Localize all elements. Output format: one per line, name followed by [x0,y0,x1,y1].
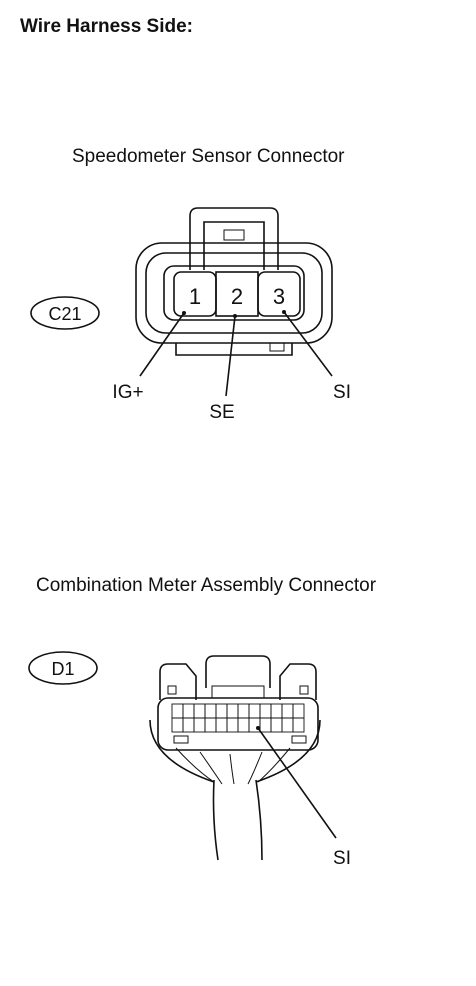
pin-cavity [259,717,272,733]
connector-bottom-key [269,342,285,352]
leader-line-ig-plus [139,312,185,377]
combination-meter-connector-title: Combination Meter Assembly Connector [36,575,377,596]
connector-d1-tab-right [299,685,309,695]
pin-cavity [237,703,250,719]
pin-cavity [292,703,305,719]
leader-line-d1-si [257,727,337,839]
pin-cavity [215,703,228,719]
connector-latch-inner [203,221,265,270]
harness-wire-2 [199,751,223,785]
connector-housing-outer [135,242,333,344]
connector-d1-right-ear [279,663,317,700]
pin-cavity [193,703,206,719]
connector-boot [149,719,321,783]
connector-d1-tab-left [167,685,177,695]
connector-latch [189,207,279,270]
pin-label-d1-si: SI [333,848,351,869]
connector-d1-lock-right [291,735,307,744]
pin-number-3: 3 [273,284,285,309]
pin-cavity [182,703,195,719]
leader-line-se [225,315,236,397]
connector-latch-window [223,229,245,241]
connector-d1-latch [205,655,271,688]
connector-housing-inner [145,252,323,334]
speedometer-sensor-connector: C21 1 2 3 IG+ SE SI [30,207,351,423]
pin-label-ig-plus: IG+ [112,382,143,403]
pin-cavity [248,703,261,719]
pin-cavity [270,717,283,733]
connector-d1-left-ear [159,663,197,700]
harness-cable-right [255,779,263,861]
connector-d1-latch-bar [211,685,265,699]
page-heading: Wire Harness Side: [20,16,194,37]
connector-d1-pin-grid [171,703,305,733]
pin-cavity [182,717,195,733]
connector-bottom-rail [175,343,293,356]
leader-dot-d1-si [256,726,260,730]
connector-d1-lock-left [173,735,189,744]
harness-wire-4 [247,751,263,785]
pin-cavity [226,717,239,733]
leader-dot-se [233,314,237,318]
pin-cavity [171,717,184,733]
pin-cavity [171,703,184,719]
leader-line-si [283,311,333,377]
pin-cavity [204,717,217,733]
pin-cavity [237,717,250,733]
pin-cavity [259,703,272,719]
pin-number-1: 1 [189,284,201,309]
connector-d1-housing [157,697,319,751]
pin-cavity [204,703,217,719]
pin-label-si: SI [333,382,351,403]
harness-wire-1 [175,747,215,783]
speedometer-connector-title: Speedometer Sensor Connector [72,146,345,167]
pin-cavity [215,717,228,733]
leader-dot-si [282,310,286,314]
pin-cavity [226,703,239,719]
pin-label-se: SE [209,402,234,423]
connector-code-d1: D1 [51,659,74,679]
connector-code-badge-c21 [30,296,100,330]
connector-code-badge-d1 [28,651,98,685]
combination-meter-connector: D1 SI [28,651,351,869]
pin-cavity [281,703,294,719]
pin-number-2: 2 [231,284,243,309]
pin-cavity [193,717,206,733]
pin-cavity-3 [257,271,301,317]
pin-cavity [281,717,294,733]
harness-wire-3 [229,753,235,785]
harness-cable-left [212,779,219,861]
pin-cavity [270,703,283,719]
leader-dot-ig-plus [182,311,186,315]
connector-code-c21: C21 [48,304,81,324]
pin-cavity [292,717,305,733]
